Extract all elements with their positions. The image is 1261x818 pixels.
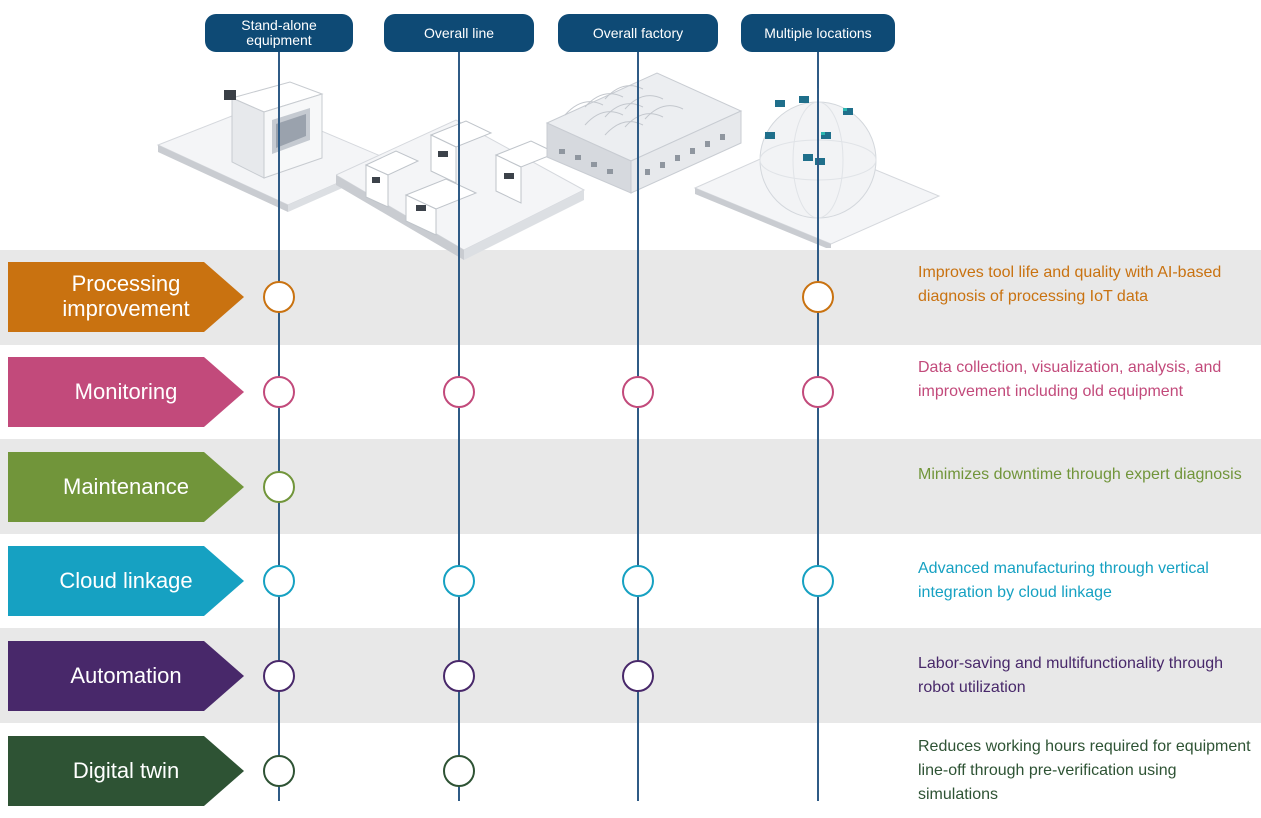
capability-marker (443, 565, 475, 597)
capability-marker (622, 660, 654, 692)
row-description: Advanced manufacturing through vertical … (918, 560, 1209, 601)
row-description: Improves tool life and quality with AI-b… (918, 264, 1222, 305)
capability-marker (802, 376, 834, 408)
column-header-pill: Overall line (384, 14, 534, 52)
row-label-arrow: Monitoring (8, 357, 244, 427)
row-label: Maintenance (63, 473, 189, 499)
row-label: Cloud linkage (59, 567, 193, 593)
column-header-pill: Overall factory (558, 14, 718, 52)
column-line (637, 40, 639, 801)
row-label: Processing improvement (62, 271, 190, 321)
capability-marker (802, 281, 834, 313)
row-label-arrow: Cloud linkage (8, 546, 244, 616)
row-description: Reduces working hours required for equip… (918, 738, 1251, 803)
capability-marker (263, 660, 295, 692)
capability-marker (263, 565, 295, 597)
column-header-pill: Multiple locations (741, 14, 895, 52)
row-label: Monitoring (74, 378, 178, 404)
row-label-arrow: Processing improvement (8, 262, 244, 332)
column-header-pill: Stand-alone equipment (205, 14, 353, 52)
capability-marker (263, 755, 295, 787)
capability-marker (263, 471, 295, 503)
row-description: Minimizes downtime through expert diagno… (918, 466, 1242, 483)
row-description: Data collection, visualization, analysis… (918, 359, 1222, 400)
capability-marker (443, 660, 475, 692)
row-label-arrow: Maintenance (8, 452, 244, 522)
capability-marker (622, 565, 654, 597)
row-label: Automation (70, 662, 182, 688)
column-line (817, 40, 819, 801)
row-description: Labor-saving and multifunctionality thro… (918, 655, 1224, 696)
capability-marker (622, 376, 654, 408)
column-line (458, 40, 460, 801)
production-line-icon (336, 119, 586, 260)
capability-marker (802, 565, 834, 597)
capability-marker (263, 281, 295, 313)
row-label: Digital twin (72, 757, 180, 783)
row-label-arrow: Automation (8, 641, 244, 711)
capability-marker (263, 376, 295, 408)
capability-marker (443, 755, 475, 787)
column-line (278, 40, 280, 801)
capability-marker (443, 376, 475, 408)
factory-building-icon (545, 72, 743, 194)
row-label-arrow: Digital twin (8, 736, 244, 806)
